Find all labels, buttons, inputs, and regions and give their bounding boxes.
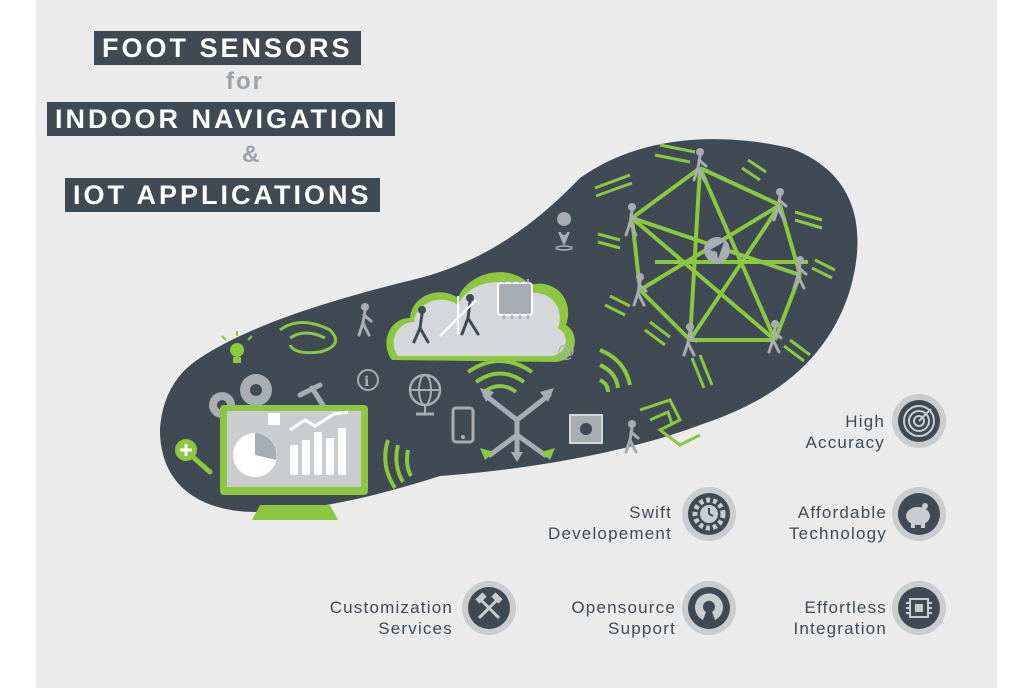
chip-icon (892, 581, 946, 635)
title-connector-ampersand: & (242, 141, 262, 168)
feature-customization-services: Customization Services (280, 597, 453, 639)
smartphone-icon (451, 406, 475, 444)
feature-effortless-integration: Effortless Integration (740, 597, 887, 639)
feature-label-line2: Developement (547, 524, 672, 543)
monitor-chart-icon (220, 405, 368, 520)
zoom-icon (175, 439, 213, 475)
route-path-icon (639, 398, 701, 447)
feature-label-line1: Customization (329, 598, 453, 617)
opensource-icon (682, 581, 736, 635)
walking-people (357, 148, 808, 454)
signal-arcs-bottom-icon (383, 439, 413, 490)
feature-label-line2: Support (608, 619, 676, 638)
title-iot-applications: IOT APPLICATIONS (65, 178, 380, 212)
feature-label-line2: Accuracy (805, 433, 885, 452)
info-icon: i (357, 369, 379, 391)
compass-icon (704, 237, 730, 263)
sensor-chip-icon (569, 414, 603, 444)
navigation-mesh-strokes (594, 143, 836, 389)
piggy-bank-icon (892, 487, 946, 541)
target-icon (892, 394, 946, 448)
signal-arcs-right-icon (599, 348, 632, 393)
feature-label-line1: High (845, 412, 885, 431)
at-sign-icon: @ (557, 341, 575, 362)
direction-arrows-icon (482, 392, 552, 458)
feature-label-line1: Affordable (797, 503, 887, 522)
location-pin-icon (555, 212, 573, 251)
feature-label-line1: Swift (629, 503, 672, 522)
svg-text:i: i (364, 374, 369, 390)
title-foot-sensors: FOOT SENSORS (94, 31, 361, 65)
feature-label-line2: Services (378, 619, 453, 638)
route-swirl-icon (279, 321, 338, 355)
cloud-icon (386, 272, 575, 362)
feature-label-line1: Opensource (571, 598, 676, 617)
feature-swift-development: Swift Developement (500, 502, 672, 544)
gears-icon (209, 374, 272, 418)
gear-clock-icon (682, 487, 736, 541)
globe-icon (408, 373, 442, 416)
feature-high-accuracy: High Accuracy (740, 411, 885, 453)
feature-label-line2: Technology (788, 524, 887, 543)
crossed-hammers-icon (462, 581, 516, 635)
feature-label-line1: Effortless (804, 598, 887, 617)
direction-arrowheads (480, 388, 554, 462)
title-indoor-navigation: INDOOR NAVIGATION (47, 102, 395, 136)
feature-affordable-technology: Affordable Technology (740, 502, 887, 544)
feature-opensource-support: Opensource Support (520, 597, 676, 639)
title-connector-for: for (226, 68, 264, 95)
lightbulb-icon (221, 331, 253, 363)
direction-arrowheads-green (480, 448, 555, 460)
feature-label-line2: Integration (793, 619, 887, 638)
